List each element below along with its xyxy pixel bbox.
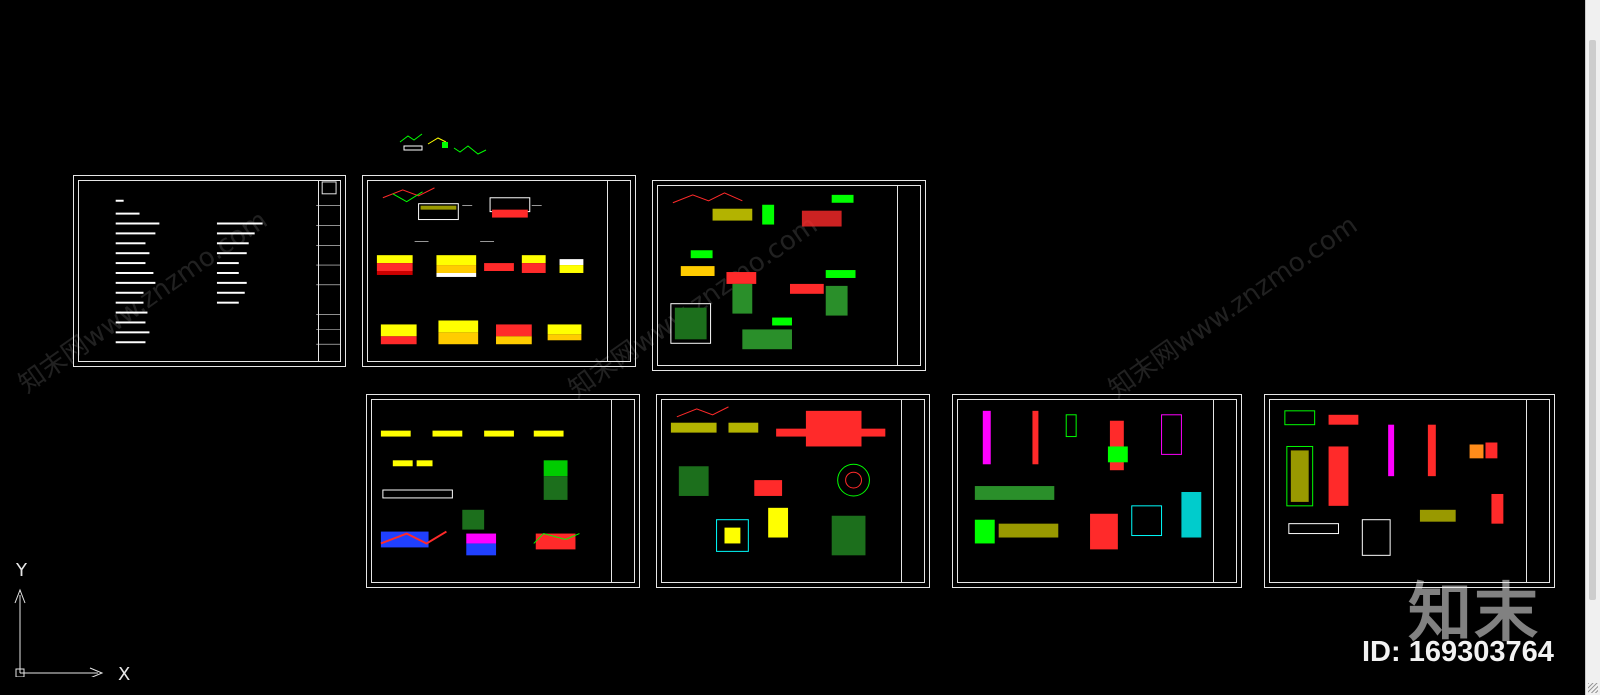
- sheet-border: [661, 399, 925, 583]
- index-content: [115, 181, 342, 345]
- drawing-sheet-tree-pit[interactable]: [656, 394, 930, 588]
- title-block: [318, 180, 344, 362]
- title-block: [611, 399, 638, 583]
- watermark: 知末网www.znzmo.com: [1103, 210, 1364, 405]
- planter-details: [670, 192, 856, 350]
- tree-pit-details: [670, 406, 886, 556]
- sheet-border: [78, 180, 341, 362]
- resize-grip-icon[interactable]: [1588, 683, 1598, 693]
- paving-details: [376, 187, 584, 345]
- vertical-scrollbar[interactable]: [1585, 0, 1600, 695]
- site-logo: 知末: [1408, 577, 1540, 651]
- drawing-sheet-walls[interactable]: [952, 394, 1242, 588]
- drawing-sheet-paving[interactable]: [362, 175, 636, 367]
- feature-details: [1284, 410, 1504, 556]
- sheet-border: [367, 180, 631, 362]
- sheet-border: [657, 185, 921, 366]
- ucs-axis-icon: [14, 588, 104, 677]
- title-block: [901, 399, 928, 583]
- title-block: [897, 185, 924, 366]
- title-block: [607, 180, 634, 362]
- sheet-border: [371, 399, 635, 583]
- resource-id-label: ID: 169303764: [1362, 636, 1554, 668]
- step-details: [380, 430, 580, 556]
- x-axis-label: X: [118, 664, 131, 685]
- drawing-sheet-features[interactable]: [1264, 394, 1555, 588]
- drawing-sheet-index[interactable]: [73, 175, 346, 367]
- y-axis-label: Y: [16, 560, 27, 581]
- sheet-border: [957, 399, 1237, 583]
- title-block: [1213, 399, 1240, 583]
- scrollbar-thumb[interactable]: [1589, 40, 1596, 600]
- drawing-sheet-steps[interactable]: [366, 394, 640, 588]
- drawing-sheet-planter[interactable]: [652, 180, 926, 371]
- wall-details: [974, 410, 1202, 550]
- title-block: [1526, 399, 1553, 583]
- floating-block[interactable]: [398, 128, 490, 164]
- sheet-border: [1269, 399, 1550, 583]
